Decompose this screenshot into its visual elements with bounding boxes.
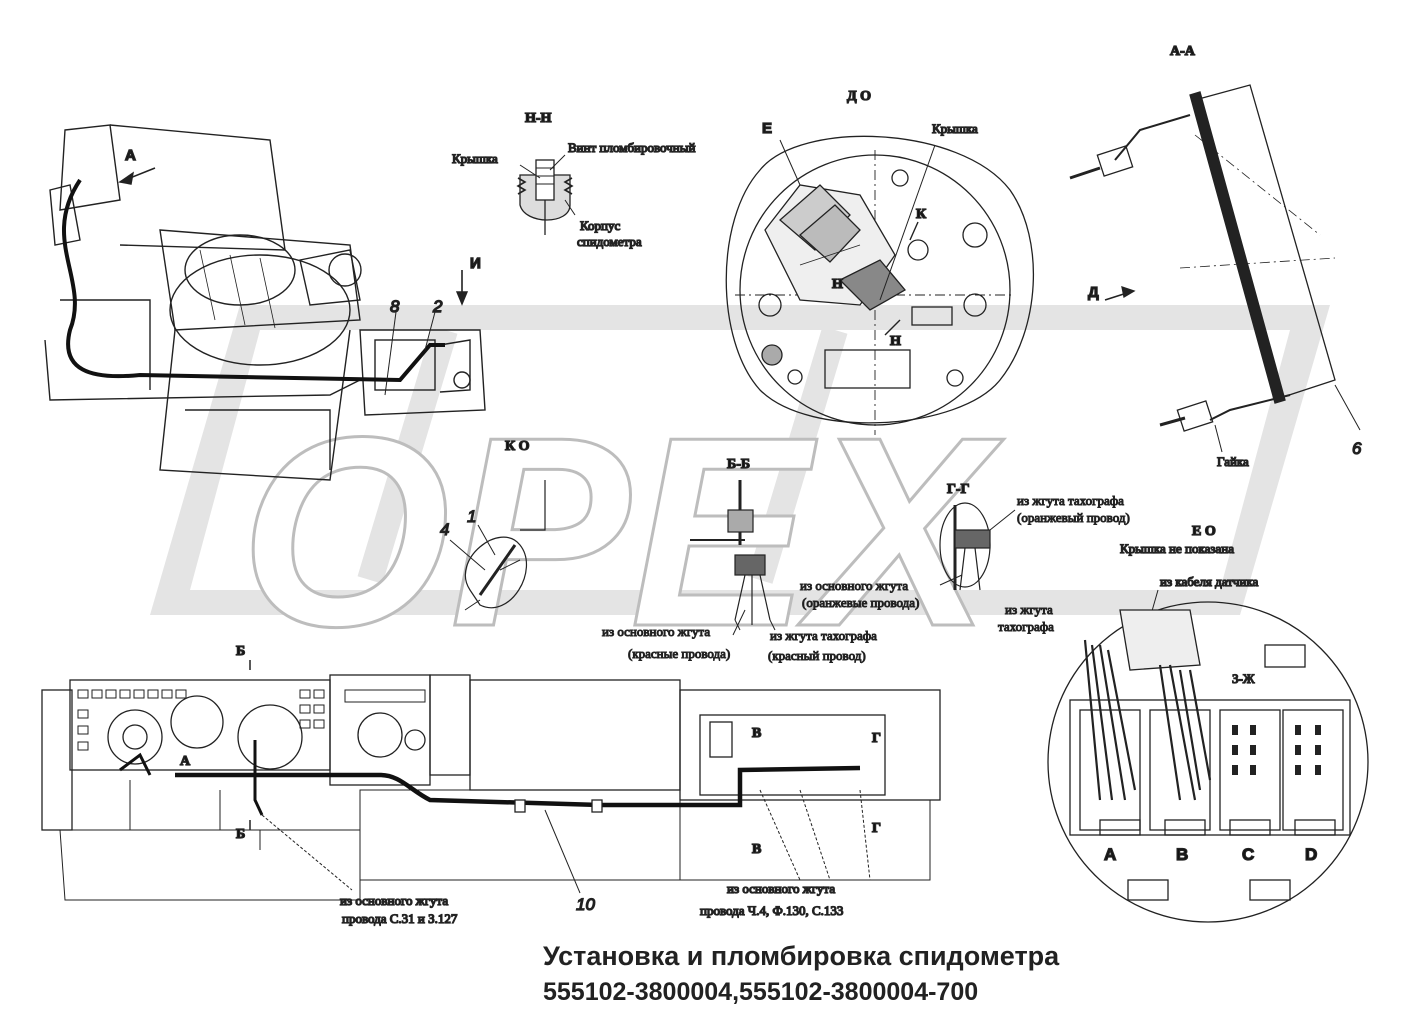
callout-osn-red-2: (красные провода): [628, 646, 730, 661]
part-number-2: 2: [432, 297, 443, 316]
callout-korpus-2: спидометра: [577, 234, 642, 249]
callout-osn-red-1: из основного жгута: [602, 624, 710, 639]
view-marker-k: К: [916, 207, 927, 222]
callout-osn-ch-2: провода Ч.4, Ф.130, С.133: [700, 903, 843, 918]
callout-osn-or-2: (оранжевые провода): [802, 595, 919, 610]
part-number-4: 4: [440, 520, 449, 539]
view-marker-n1: Н: [832, 277, 843, 292]
middle-callouts: из жгута тахографа (оранжевый провод) из…: [602, 493, 1131, 664]
part-number-6: 6: [1352, 439, 1362, 458]
view-marker-a: А: [125, 147, 136, 164]
section-gg: Г-Г: [939, 481, 991, 591]
section-ko-label: К О: [505, 439, 530, 454]
part-number-10: 10: [576, 895, 595, 914]
view-marker-v-bot: В: [752, 842, 761, 857]
callout-osn-ch-1: из основного жгута: [727, 881, 835, 896]
view-marker-d: Д: [1088, 284, 1099, 301]
view-do-speedometer: Д О Крышка Е К Н Н: [725, 88, 1035, 435]
part-number-1: 1: [467, 507, 476, 526]
callout-kabel: из кабеля датчика: [1160, 574, 1259, 589]
view-marker-n2: Н: [890, 334, 901, 349]
callout-takh-or-1: из жгута тахографа: [1017, 493, 1124, 508]
section-aa: А-А 6 Гайка Д: [1069, 43, 1363, 470]
view-eo-connectors: Е О Крышка не показана из кабеля датчика: [1047, 523, 1369, 923]
cab-side-view: А И 8 2: [44, 124, 486, 481]
view-marker-v-top: В: [752, 726, 761, 741]
part-numbers: 555102-3800004,555102-3800004-700: [543, 978, 978, 1006]
callout-kryshka-do: Крышка: [932, 121, 978, 136]
part-number-8: 8: [390, 297, 400, 316]
section-bb-label: Б-Б: [727, 457, 750, 472]
section-bb: Б-Б: [690, 456, 776, 631]
view-marker-i: И: [470, 255, 481, 272]
view-marker-g-top: Г: [872, 731, 881, 746]
callout-kryshka-nn: Крышка: [452, 151, 498, 166]
section-gg-label: Г-Г: [947, 482, 970, 497]
view-marker-e: Е: [762, 120, 772, 137]
diagram-title: Установка и пломбировка спидометра: [543, 941, 1060, 971]
section-nn: Н-Н Крышка Винт пломбировочный Корпус сп…: [451, 110, 696, 249]
connector-label-b: B: [1176, 845, 1188, 864]
callout-osn-c-1: из основного жгута: [340, 893, 448, 908]
callout-osn-c-2: провода С.31 и З.127: [342, 911, 458, 926]
section-eo-label: Е О: [1192, 524, 1216, 539]
callout-kryshka-ne: Крышка не показана: [1120, 541, 1234, 556]
callout-takh-or-2: (оранжевый провод): [1017, 510, 1130, 525]
callout-zh: З-Ж: [1232, 671, 1255, 686]
section-do-label: Д О: [847, 89, 871, 104]
view-marker-b-bot: Б: [236, 827, 245, 842]
callout-vint: Винт пломбировочный: [568, 140, 695, 155]
connector-label-a: A: [1104, 845, 1116, 864]
view-marker-g-bot: Г: [872, 821, 881, 836]
callout-korpus-1: Корпус: [580, 218, 620, 233]
section-nn-label: Н-Н: [525, 111, 552, 126]
callout-takh-2-2: тахографа: [998, 619, 1054, 634]
callout-takh-2-1: из жгута: [1005, 602, 1053, 617]
opex-watermark: OPEX: [150, 305, 1330, 685]
watermark-text: OPEX: [240, 382, 1004, 683]
connector-label-d: D: [1305, 845, 1317, 864]
callout-gaika: Гайка: [1217, 454, 1249, 469]
view-marker-b-top: Б: [236, 644, 245, 659]
callout-takh-red-2: (красный провод): [768, 648, 866, 663]
connector-label-c: C: [1242, 845, 1254, 864]
callout-takh-red-1: из жгута тахографа: [770, 628, 877, 643]
instrument-panel: Б Б В В Г Г А 10 из основного жгута пров…: [41, 643, 941, 927]
view-ko: К О 1 4: [439, 438, 546, 611]
callout-osn-or-1: из основного жгута: [800, 578, 908, 593]
view-marker-a-dash: А: [180, 754, 191, 769]
section-aa-label: А-А: [1170, 44, 1196, 59]
